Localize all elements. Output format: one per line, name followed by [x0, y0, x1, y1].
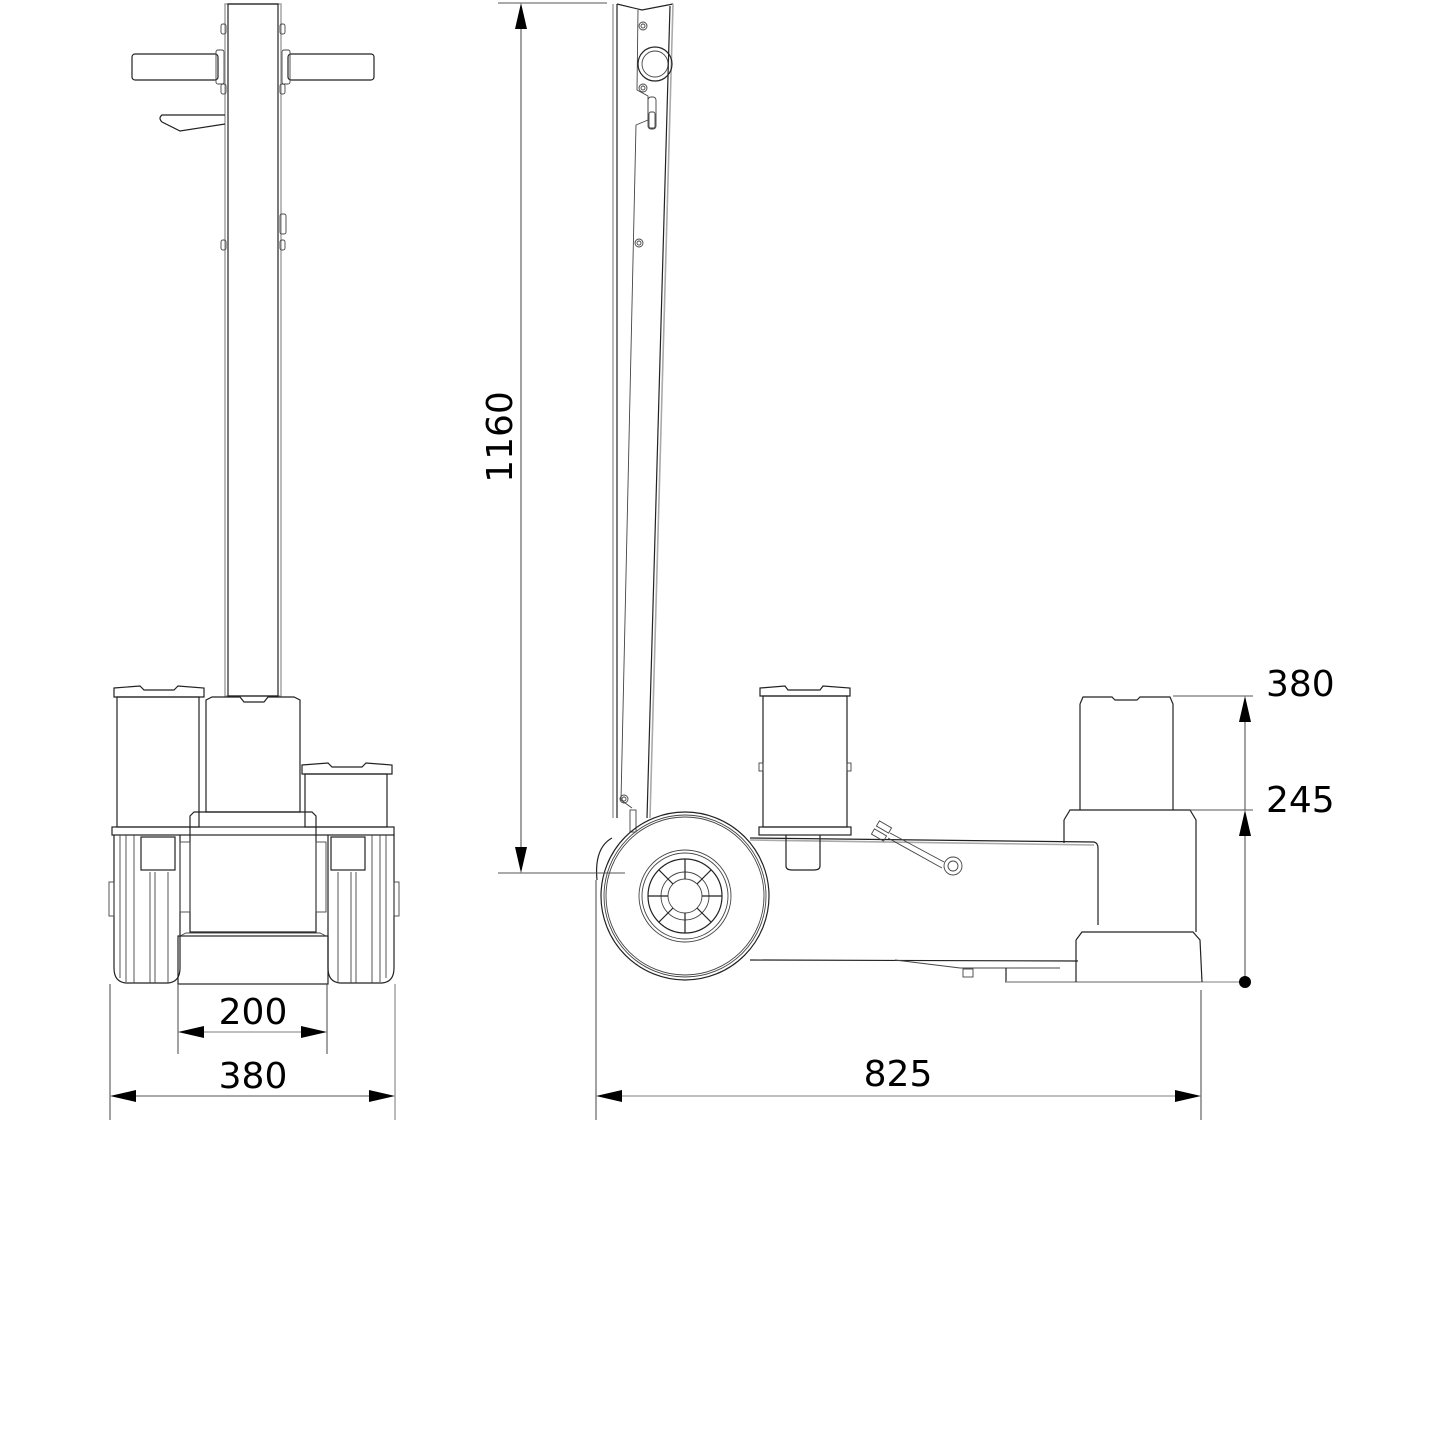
- cross-handle: [131, 49, 375, 85]
- dim-label-380-width: 380: [219, 1056, 288, 1097]
- side-wheel: [595, 811, 770, 981]
- release-lever: [870, 820, 963, 876]
- dimension-380-width: 380: [109, 984, 396, 1120]
- hub-spokes-icon: [648, 859, 722, 933]
- datum-point-icon: [1239, 976, 1251, 988]
- center-housing: [189, 811, 317, 933]
- dim-label-380-height: 380: [1266, 664, 1335, 705]
- valve-knob-icon: [637, 46, 673, 82]
- pedal-lever: [159, 114, 226, 132]
- dimension-825: 825: [595, 880, 1202, 1120]
- left-lift-cylinder: [113, 685, 205, 828]
- handle-column: [220, 3, 287, 697]
- right-wheel: [327, 835, 400, 984]
- side-handle: [612, 3, 674, 833]
- dim-label-825: 825: [864, 1054, 933, 1095]
- dimension-1160: 1160: [480, 2, 625, 874]
- dim-label-200: 200: [219, 992, 288, 1033]
- side-view: 1160 825 380 245: [480, 2, 1335, 1120]
- center-lift-cylinder: [205, 696, 301, 813]
- dim-label-1160: 1160: [480, 391, 521, 483]
- base-plate: [111, 826, 395, 836]
- left-wheel: [108, 835, 181, 984]
- front-view: 200 380: [108, 3, 400, 1120]
- dimension-200: 200: [177, 984, 328, 1054]
- side-lift-cylinder-mid: [758, 685, 852, 871]
- side-ram-tower: [1063, 696, 1203, 983]
- dimension-lift-heights: 380 245: [1173, 664, 1335, 988]
- chassis-arm: [749, 837, 1245, 983]
- dim-label-245-height: 245: [1266, 780, 1335, 821]
